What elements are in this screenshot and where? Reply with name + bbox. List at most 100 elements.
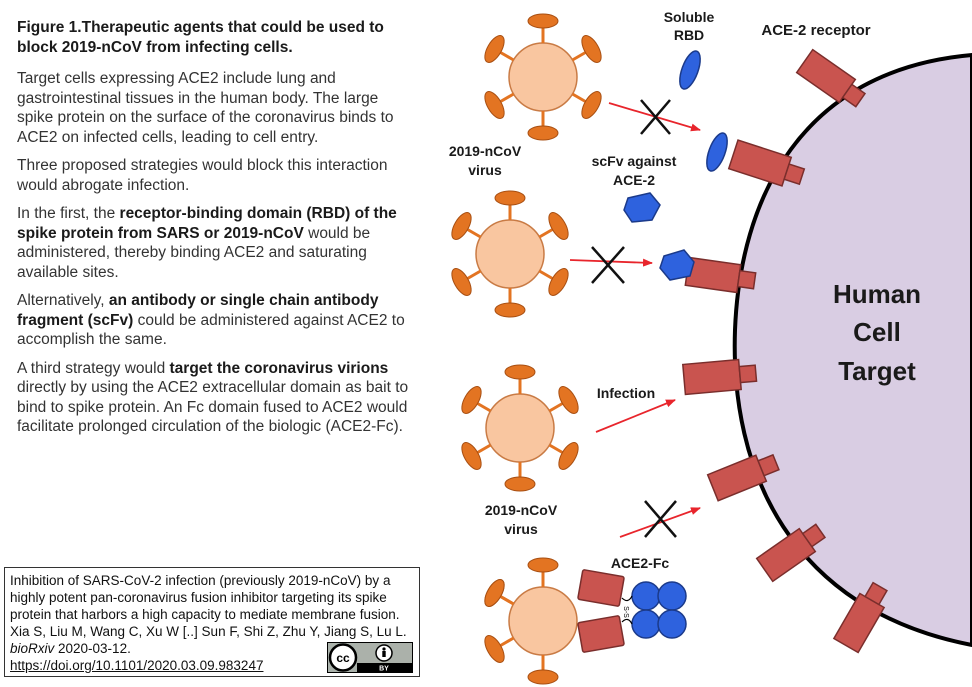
svg-text:cc: cc — [336, 651, 350, 665]
spike-protein-icon — [504, 476, 536, 492]
paragraph-strategies: Three proposed strategies would block th… — [17, 157, 388, 194]
doi-link[interactable]: https://doi.org/10.1101/2020.03.09.98324… — [10, 658, 264, 673]
ace2fc-label: ACE2-Fc — [611, 555, 670, 571]
citation-date: 2020-03-12. — [54, 641, 131, 656]
p3-pre: In the first, the — [17, 205, 120, 222]
virus-particle-1 — [484, 13, 602, 141]
block-cross-rbd-icon — [640, 99, 671, 135]
virus-envelope — [508, 586, 578, 656]
paragraph-rbd: In the first, the receptor-binding domai… — [17, 204, 413, 282]
human-cell-membrane — [732, 52, 972, 648]
spike-stem — [498, 636, 515, 648]
rbd-bound-to-receptor — [706, 132, 728, 172]
soluble-rbd-label-2: RBD — [674, 27, 704, 43]
infection-label: Infection — [597, 385, 655, 401]
spike-stem — [498, 594, 515, 606]
spike-protein-icon — [484, 91, 505, 119]
figure-title: Figure 1.Therapeutic agents that could b… — [17, 19, 384, 56]
p3-post: would be administered, thereby binding A… — [17, 224, 371, 281]
cell-label-line3: Target — [838, 356, 916, 386]
spike-stem — [465, 269, 482, 281]
cc-by-license-icon: cc BY — [327, 642, 413, 673]
spike-protein-icon — [461, 442, 482, 470]
citation-journal: bioRxiv — [10, 641, 55, 656]
spike-stem — [571, 92, 588, 104]
spike-protein-icon — [451, 268, 472, 296]
virus-envelope — [475, 219, 545, 289]
spike-stem — [548, 401, 565, 413]
virus2-label-2: virus — [504, 521, 538, 537]
disulfide-label: S-S — [622, 606, 629, 618]
spike-stem — [538, 269, 555, 281]
spike-stem — [498, 50, 515, 62]
virus-envelope — [508, 42, 578, 112]
spike-stem — [475, 401, 492, 413]
virus-particle-2 — [451, 190, 569, 318]
p4-post: could be administered against ACE2 to ac… — [17, 311, 405, 349]
ace2-receptor-top — [795, 48, 867, 108]
scfv-free-icon — [623, 192, 661, 223]
citation-box: Inhibition of SARS-CoV-2 infection (prev… — [4, 567, 420, 677]
arrow-ace2fc — [619, 507, 701, 538]
cc-by-label: BY — [379, 666, 389, 673]
virus-envelope — [485, 393, 555, 463]
virus1-label-1: 2019-nCoV — [449, 143, 522, 159]
arrow-infection — [595, 399, 676, 433]
spike-stem — [548, 443, 565, 455]
spike-stem — [465, 227, 482, 239]
spike-protein-icon — [527, 557, 559, 573]
cell-label-line2: Cell — [853, 317, 901, 347]
spike-protein-icon — [558, 386, 579, 414]
paragraph-scfv: Alternatively, an antibody or single cha… — [17, 291, 413, 350]
spike-protein-icon — [581, 91, 602, 119]
spike-stem — [571, 50, 588, 62]
spike-protein-icon — [494, 190, 526, 206]
soluble-rbd-icon — [679, 50, 701, 90]
spike-protein-icon — [548, 268, 569, 296]
spike-protein-icon — [484, 579, 505, 607]
spike-protein-icon — [484, 635, 505, 663]
virus-particle-3 — [461, 364, 579, 492]
p4-bold: an antibody or single chain antibody fra… — [17, 292, 379, 329]
spike-protein-icon — [494, 302, 526, 318]
spike-protein-icon — [451, 212, 472, 240]
spike-stem — [475, 443, 492, 455]
figure-text: Figure 1.Therapeutic agents that could b… — [17, 18, 413, 446]
spike-protein-icon — [527, 125, 559, 141]
p3-bold: receptor-binding domain (RBD) of the spi… — [17, 205, 397, 242]
spike-stem — [498, 92, 515, 104]
p5-pre: A third strategy would — [17, 359, 170, 377]
paragraph-ace2fc: A third strategy would target the corona… — [17, 359, 413, 437]
spike-protein-icon — [527, 13, 559, 29]
block-cross-ace2fc-icon — [644, 500, 677, 538]
p4-pre: Alternatively, — [17, 292, 109, 309]
spike-protein-icon — [461, 386, 482, 414]
virus2-label-1: 2019-nCoV — [485, 502, 558, 518]
spike-protein-icon — [558, 442, 579, 470]
spike-protein-icon — [484, 35, 505, 63]
ace2-receptor-lower — [706, 453, 780, 502]
cell-label-line1: Human — [833, 279, 921, 309]
citation-text: Inhibition of SARS-CoV-2 infection (prev… — [10, 573, 407, 639]
spike-protein-icon — [548, 212, 569, 240]
scfv-bound-icon — [659, 249, 695, 281]
ace2-receptor-bottom1 — [755, 523, 827, 583]
virus-particle-4 — [484, 557, 578, 685]
spike-protein-icon — [504, 364, 536, 380]
virus1-label-2: virus — [468, 162, 502, 178]
ace2-fc-molecule: S-S — [577, 569, 687, 653]
ace2-receptor-label: ACE-2 receptor — [761, 22, 870, 39]
ace2-receptor-infection — [681, 358, 758, 396]
soluble-rbd-label-1: Soluble — [664, 9, 715, 25]
p5-post: directly by using the ACE2 extracellular… — [17, 379, 409, 435]
block-cross-scfv-icon — [591, 246, 625, 284]
ace2-receptor-rbd-bound — [727, 139, 806, 187]
spike-protein-icon — [581, 35, 602, 63]
ace2-receptor-bottom2 — [832, 581, 888, 654]
spike-protein-icon — [527, 669, 559, 685]
p5-bold: target the coronavirus virions — [169, 359, 389, 377]
paragraph-targets: Target cells expressing ACE2 include lun… — [17, 70, 394, 146]
scfv-label-1: scFv against — [592, 153, 677, 169]
spike-stem — [538, 227, 555, 239]
diagram: Human Cell Target Soluble RBD ACE-2 rece… — [449, 9, 972, 685]
